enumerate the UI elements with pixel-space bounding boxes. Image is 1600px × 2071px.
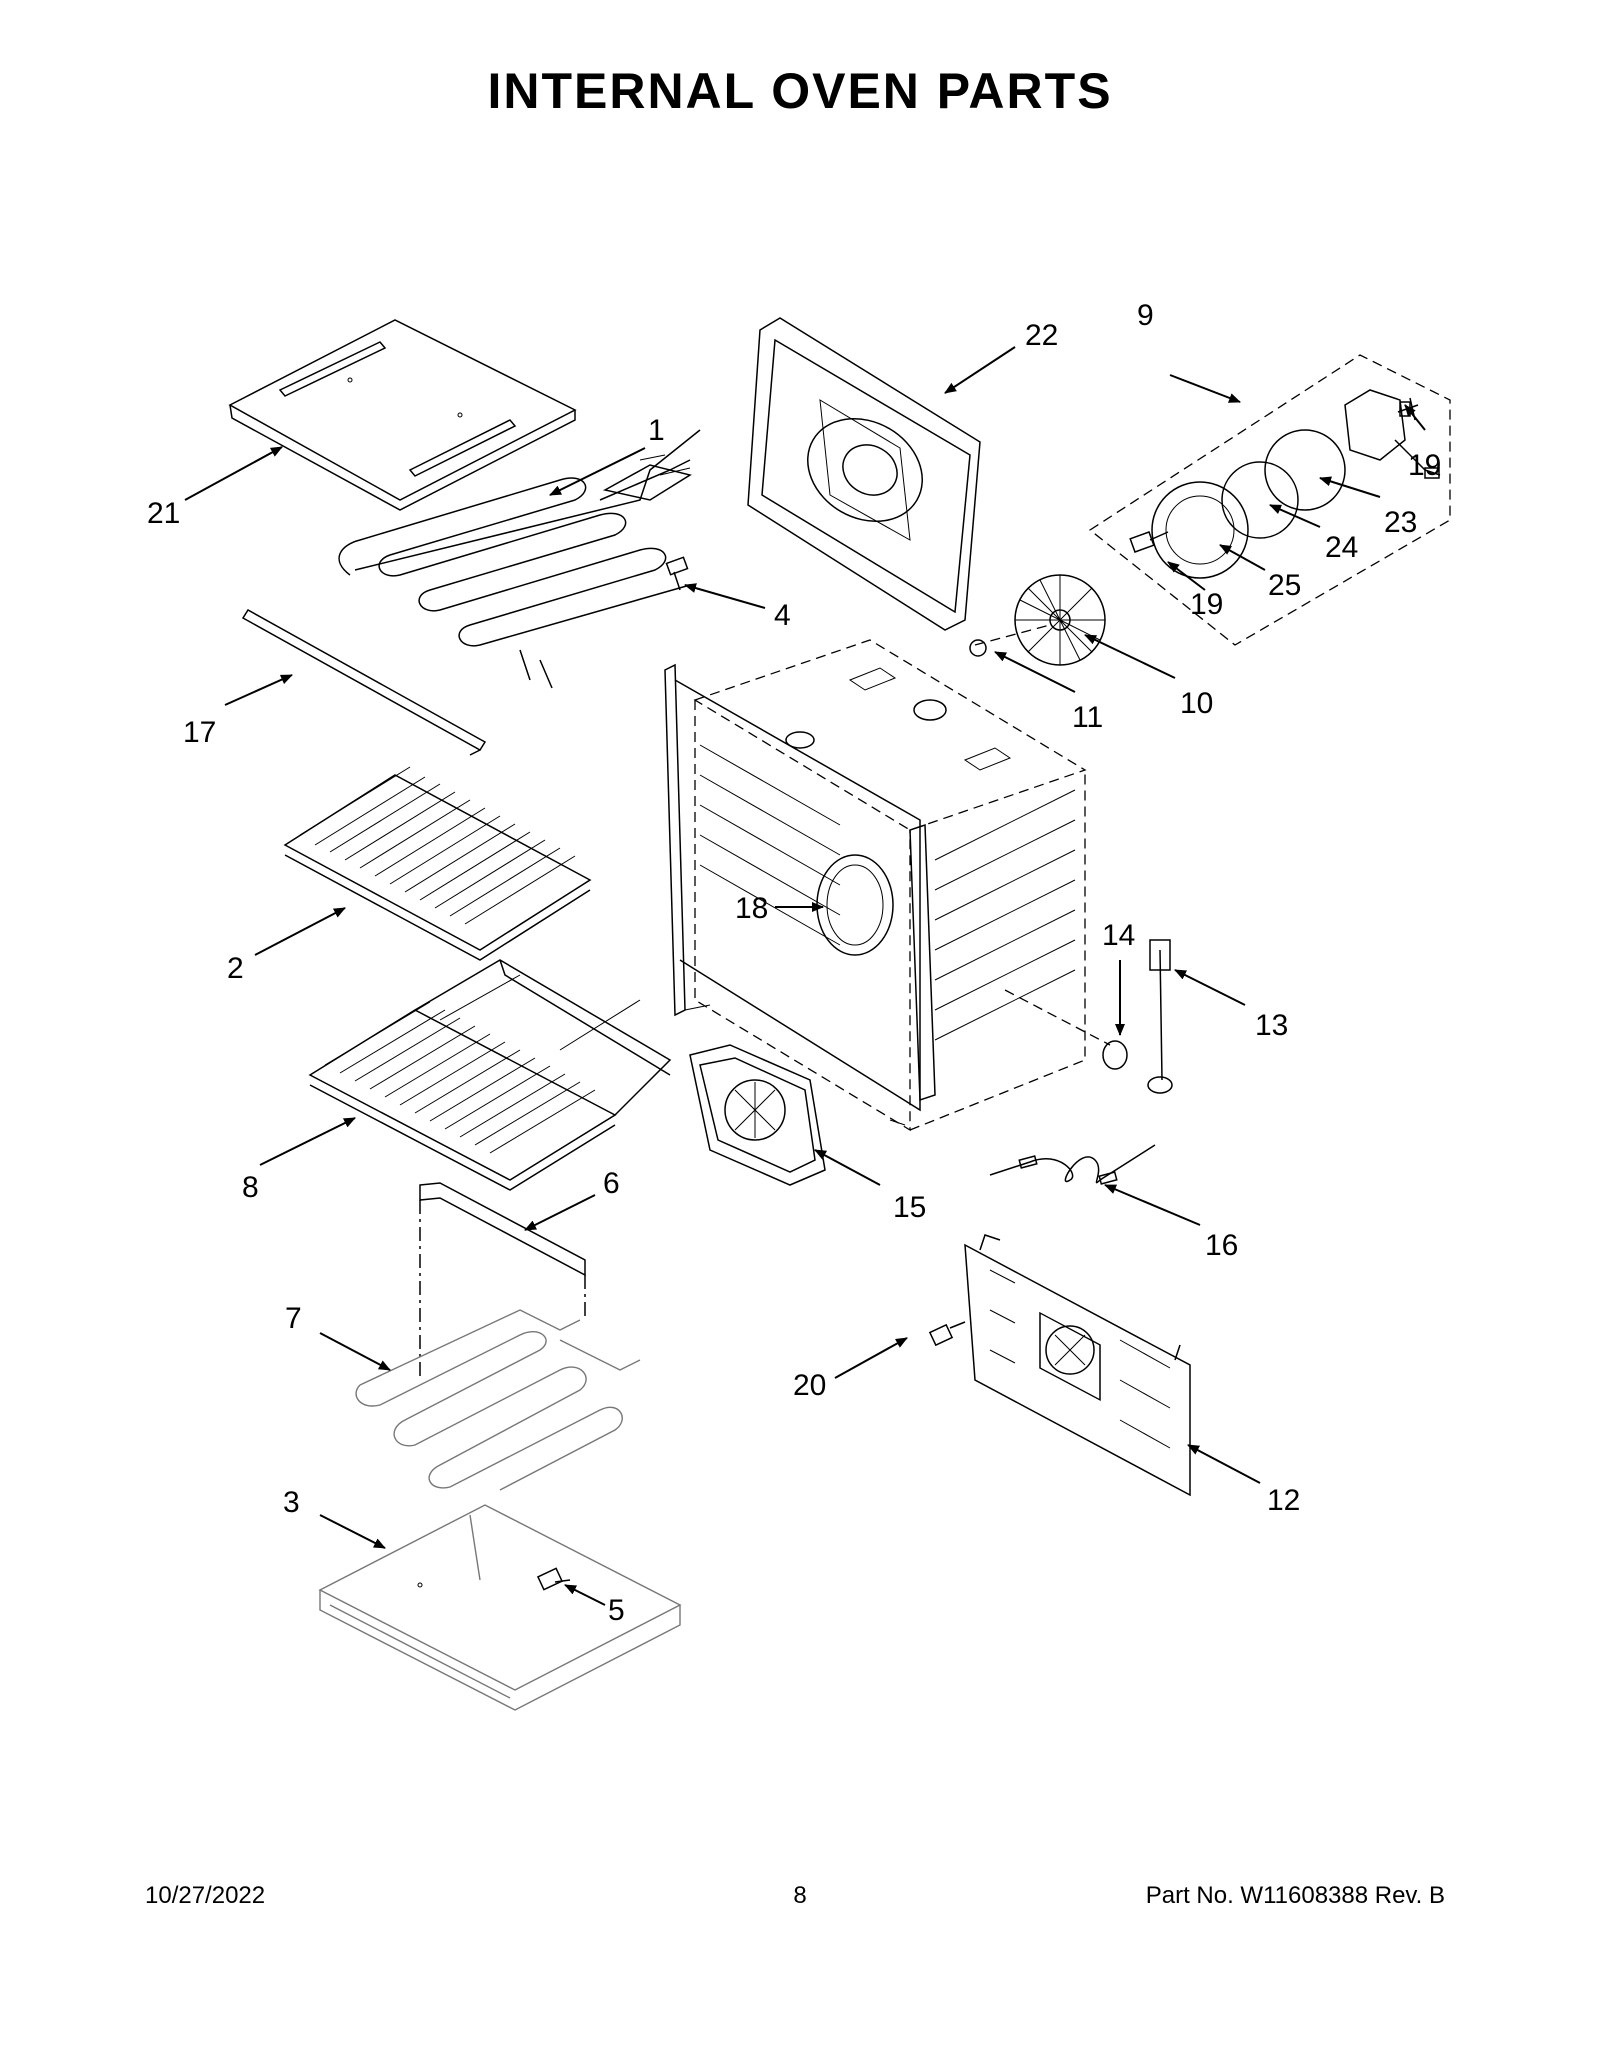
part-roller-rack xyxy=(308,959,672,1191)
callout-20: 20 xyxy=(793,1369,826,1402)
callout-12: 12 xyxy=(1267,1484,1300,1517)
callout-22: 22 xyxy=(1025,319,1058,352)
part-oven-rack xyxy=(283,766,592,961)
page-title: INTERNAL OVEN PARTS xyxy=(487,63,1113,119)
part-rear-convection-panel xyxy=(928,1234,1191,1497)
callout-17: 17 xyxy=(183,716,216,749)
callout-8: 8 xyxy=(242,1171,259,1204)
callout-11: 11 xyxy=(1072,701,1103,734)
part-meat-probe xyxy=(989,1144,1156,1185)
footer-part-number: Part No. W11608388 Rev. B xyxy=(1145,1882,1445,1909)
callout-13: 13 xyxy=(1255,1009,1288,1042)
part-bottom-cover xyxy=(318,1504,682,1711)
part-convection-cover xyxy=(689,1044,826,1186)
callout-7: 7 xyxy=(285,1302,302,1335)
callout-25: 25 xyxy=(1268,569,1301,602)
callout-2: 2 xyxy=(227,952,244,985)
callout-1: 1 xyxy=(648,414,665,447)
part-top-cover-panel xyxy=(228,319,577,511)
callout-5: 5 xyxy=(608,1594,625,1627)
callout-3: 3 xyxy=(283,1486,300,1519)
part-fan-motor-assembly xyxy=(1088,354,1451,646)
callout-14: 14 xyxy=(1102,919,1135,952)
callout-labels: 21 1 22 9 19 23 24 25 19 4 17 10 11 18 1… xyxy=(147,299,1441,1627)
footer-page-number: 8 xyxy=(793,1882,807,1909)
part-fan-blade xyxy=(969,574,1106,666)
callout-19a: 19 xyxy=(1408,449,1441,482)
part-bake-element xyxy=(355,1182,641,1491)
part-broil-element xyxy=(338,429,701,689)
callout-leaders xyxy=(184,346,1426,1606)
part-thermostat-sensor xyxy=(1004,939,1173,1094)
part-rail-bracket xyxy=(241,608,487,756)
callout-16: 16 xyxy=(1205,1229,1238,1262)
callout-19b: 19 xyxy=(1190,588,1223,621)
callout-10: 10 xyxy=(1180,687,1213,720)
part-oven-cavity xyxy=(664,639,1087,1132)
callout-15: 15 xyxy=(893,1191,926,1224)
part-rear-panel xyxy=(747,317,981,631)
callout-6: 6 xyxy=(603,1167,620,1200)
callout-21: 21 xyxy=(147,497,180,530)
footer-date: 10/27/2022 xyxy=(145,1882,266,1909)
callout-18: 18 xyxy=(735,892,768,925)
callout-4: 4 xyxy=(774,599,791,632)
callout-23: 23 xyxy=(1384,506,1417,539)
part-screw xyxy=(665,556,689,591)
callout-24: 24 xyxy=(1325,531,1358,564)
callout-9: 9 xyxy=(1137,299,1154,332)
